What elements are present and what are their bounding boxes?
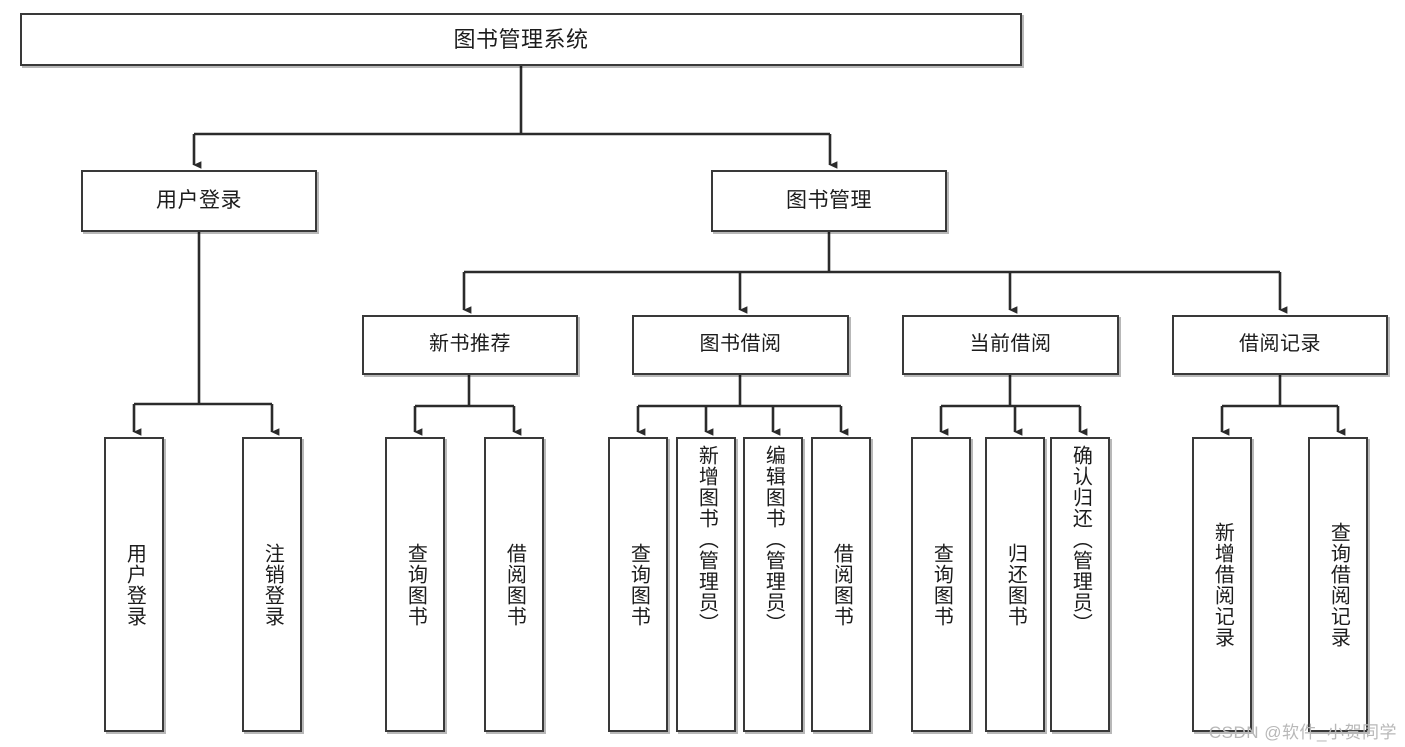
node-label: 当前借阅: [969, 333, 1052, 356]
node-label: 查询图书: [930, 542, 953, 627]
node-label: 新书推荐: [429, 333, 511, 356]
node-leaf-borrow-book-borrow[interactable]: 借阅图书: [811, 437, 871, 732]
node-leaf-query-book-rec[interactable]: 查询图书: [385, 437, 445, 732]
node-leaf-user-login[interactable]: 用户登录: [104, 437, 164, 732]
node-leaf-edit-book-admin[interactable]: 编辑图书（管理员）: [743, 437, 803, 732]
node-label: 确认归还（管理员）: [1069, 445, 1092, 634]
node-label: 借阅图书: [830, 542, 853, 627]
node-label: 图书借阅: [699, 333, 782, 356]
node-label: 用户登录: [156, 188, 242, 212]
node-label: 借阅图书: [503, 542, 526, 627]
node-label: 编辑图书（管理员）: [762, 445, 785, 634]
node-label: 查询图书: [404, 542, 427, 627]
node-leaf-query-book-borrow[interactable]: 查询图书: [608, 437, 668, 732]
node-label: 新增图书（管理员）: [695, 445, 718, 634]
node-new-book-recommend[interactable]: 新书推荐: [362, 315, 578, 375]
node-label: 归还图书: [1004, 542, 1027, 627]
node-label: 图书管理: [786, 188, 872, 212]
node-leaf-return-book[interactable]: 归还图书: [985, 437, 1045, 732]
node-leaf-confirm-return-admin[interactable]: 确认归还（管理员）: [1050, 437, 1110, 732]
node-user-login[interactable]: 用户登录: [81, 170, 317, 232]
watermark-label: CSDN @软件_小贺同学: [1208, 723, 1397, 742]
node-label: 用户登录: [123, 542, 146, 627]
node-label: 新增借阅记录: [1211, 521, 1234, 648]
node-root[interactable]: 图书管理系统: [20, 13, 1022, 66]
node-label: 查询借阅记录: [1327, 521, 1350, 648]
node-leaf-query-book-current[interactable]: 查询图书: [911, 437, 971, 732]
node-book-borrow[interactable]: 图书借阅: [632, 315, 849, 375]
node-leaf-borrow-book-rec[interactable]: 借阅图书: [484, 437, 544, 732]
node-label: 查询图书: [627, 542, 650, 627]
node-leaf-logout-login[interactable]: 注销登录: [242, 437, 302, 732]
node-book-manage[interactable]: 图书管理: [711, 170, 947, 232]
node-label: 借阅记录: [1239, 333, 1321, 356]
node-leaf-add-borrow-record[interactable]: 新增借阅记录: [1192, 437, 1252, 732]
node-label: 图书管理系统: [453, 26, 589, 52]
node-borrow-record[interactable]: 借阅记录: [1172, 315, 1388, 375]
node-leaf-add-book-admin[interactable]: 新增图书（管理员）: [676, 437, 736, 732]
node-leaf-query-borrow-record[interactable]: 查询借阅记录: [1308, 437, 1368, 732]
node-current-borrow[interactable]: 当前借阅: [902, 315, 1119, 375]
node-label: 注销登录: [261, 542, 284, 627]
